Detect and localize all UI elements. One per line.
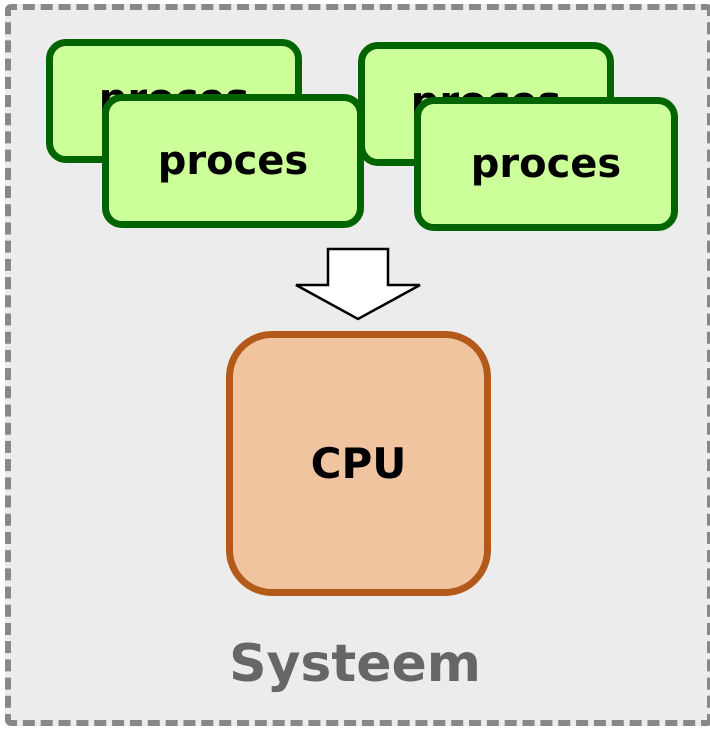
process-label: proces <box>157 138 309 184</box>
process-box-front-left: proces <box>102 94 364 228</box>
process-box-front-right: proces <box>414 97 678 231</box>
process-label: proces <box>470 141 622 187</box>
down-arrow-icon <box>295 247 421 321</box>
system-label: Systeem <box>229 634 481 694</box>
cpu-label: CPU <box>310 439 407 488</box>
cpu-box: CPU <box>226 331 491 596</box>
